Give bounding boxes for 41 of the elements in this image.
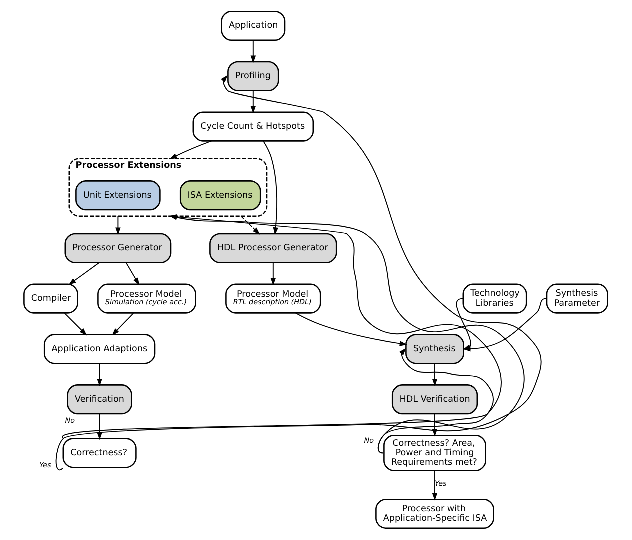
node-box: Profiling bbox=[228, 61, 280, 92]
node-box: ISA Extensions bbox=[180, 180, 262, 211]
arrow bbox=[64, 312, 88, 336]
edge-label: No bbox=[364, 436, 374, 445]
node-box: Correctness? bbox=[62, 438, 137, 468]
node-box: Processor with Application-Specific ISA bbox=[376, 498, 494, 530]
node-box: Synthesis Parameter bbox=[546, 284, 608, 314]
edge-label: Yes bbox=[435, 479, 447, 488]
node-box: Application Adaptions bbox=[44, 334, 156, 364]
arrow bbox=[116, 216, 121, 236]
node-box: Processor Model RTL description (HDL) bbox=[226, 284, 322, 314]
arrow bbox=[270, 262, 276, 286]
node-box: HDL Verification bbox=[392, 384, 478, 415]
edge-label: No bbox=[65, 416, 76, 426]
node-box: Processor Model Simulation (cycle acc.) bbox=[98, 284, 196, 314]
node-box: Application bbox=[221, 10, 286, 42]
arrow bbox=[240, 216, 260, 235]
arrow bbox=[295, 312, 408, 346]
arrow bbox=[112, 312, 134, 336]
node-box: Technology Libraries bbox=[462, 284, 528, 314]
edge-label: Yes bbox=[39, 460, 52, 470]
arrow bbox=[68, 262, 100, 286]
node-box: Unit Extensions bbox=[76, 180, 161, 211]
node-box: Correctness? Area, Power and Timing Requirements met? bbox=[384, 434, 486, 472]
arrow bbox=[432, 414, 438, 437]
arrow bbox=[170, 140, 212, 160]
node-box: Synthesis bbox=[406, 334, 464, 364]
node-box: Cycle Count & Hotspots bbox=[192, 112, 314, 142]
node-box: Verification bbox=[67, 384, 132, 415]
arrow bbox=[378, 348, 494, 454]
arrow bbox=[126, 262, 140, 286]
arrow bbox=[250, 40, 256, 64]
arrow bbox=[432, 470, 438, 501]
arrow bbox=[97, 363, 102, 387]
node-box: HDL Processor Generator bbox=[210, 233, 338, 264]
arrow bbox=[263, 141, 279, 236]
node-box: Compiler bbox=[24, 284, 78, 314]
node-box: Processor Generator bbox=[64, 233, 172, 264]
arrow bbox=[432, 363, 438, 387]
arrow bbox=[250, 90, 256, 114]
arrow bbox=[97, 414, 102, 440]
